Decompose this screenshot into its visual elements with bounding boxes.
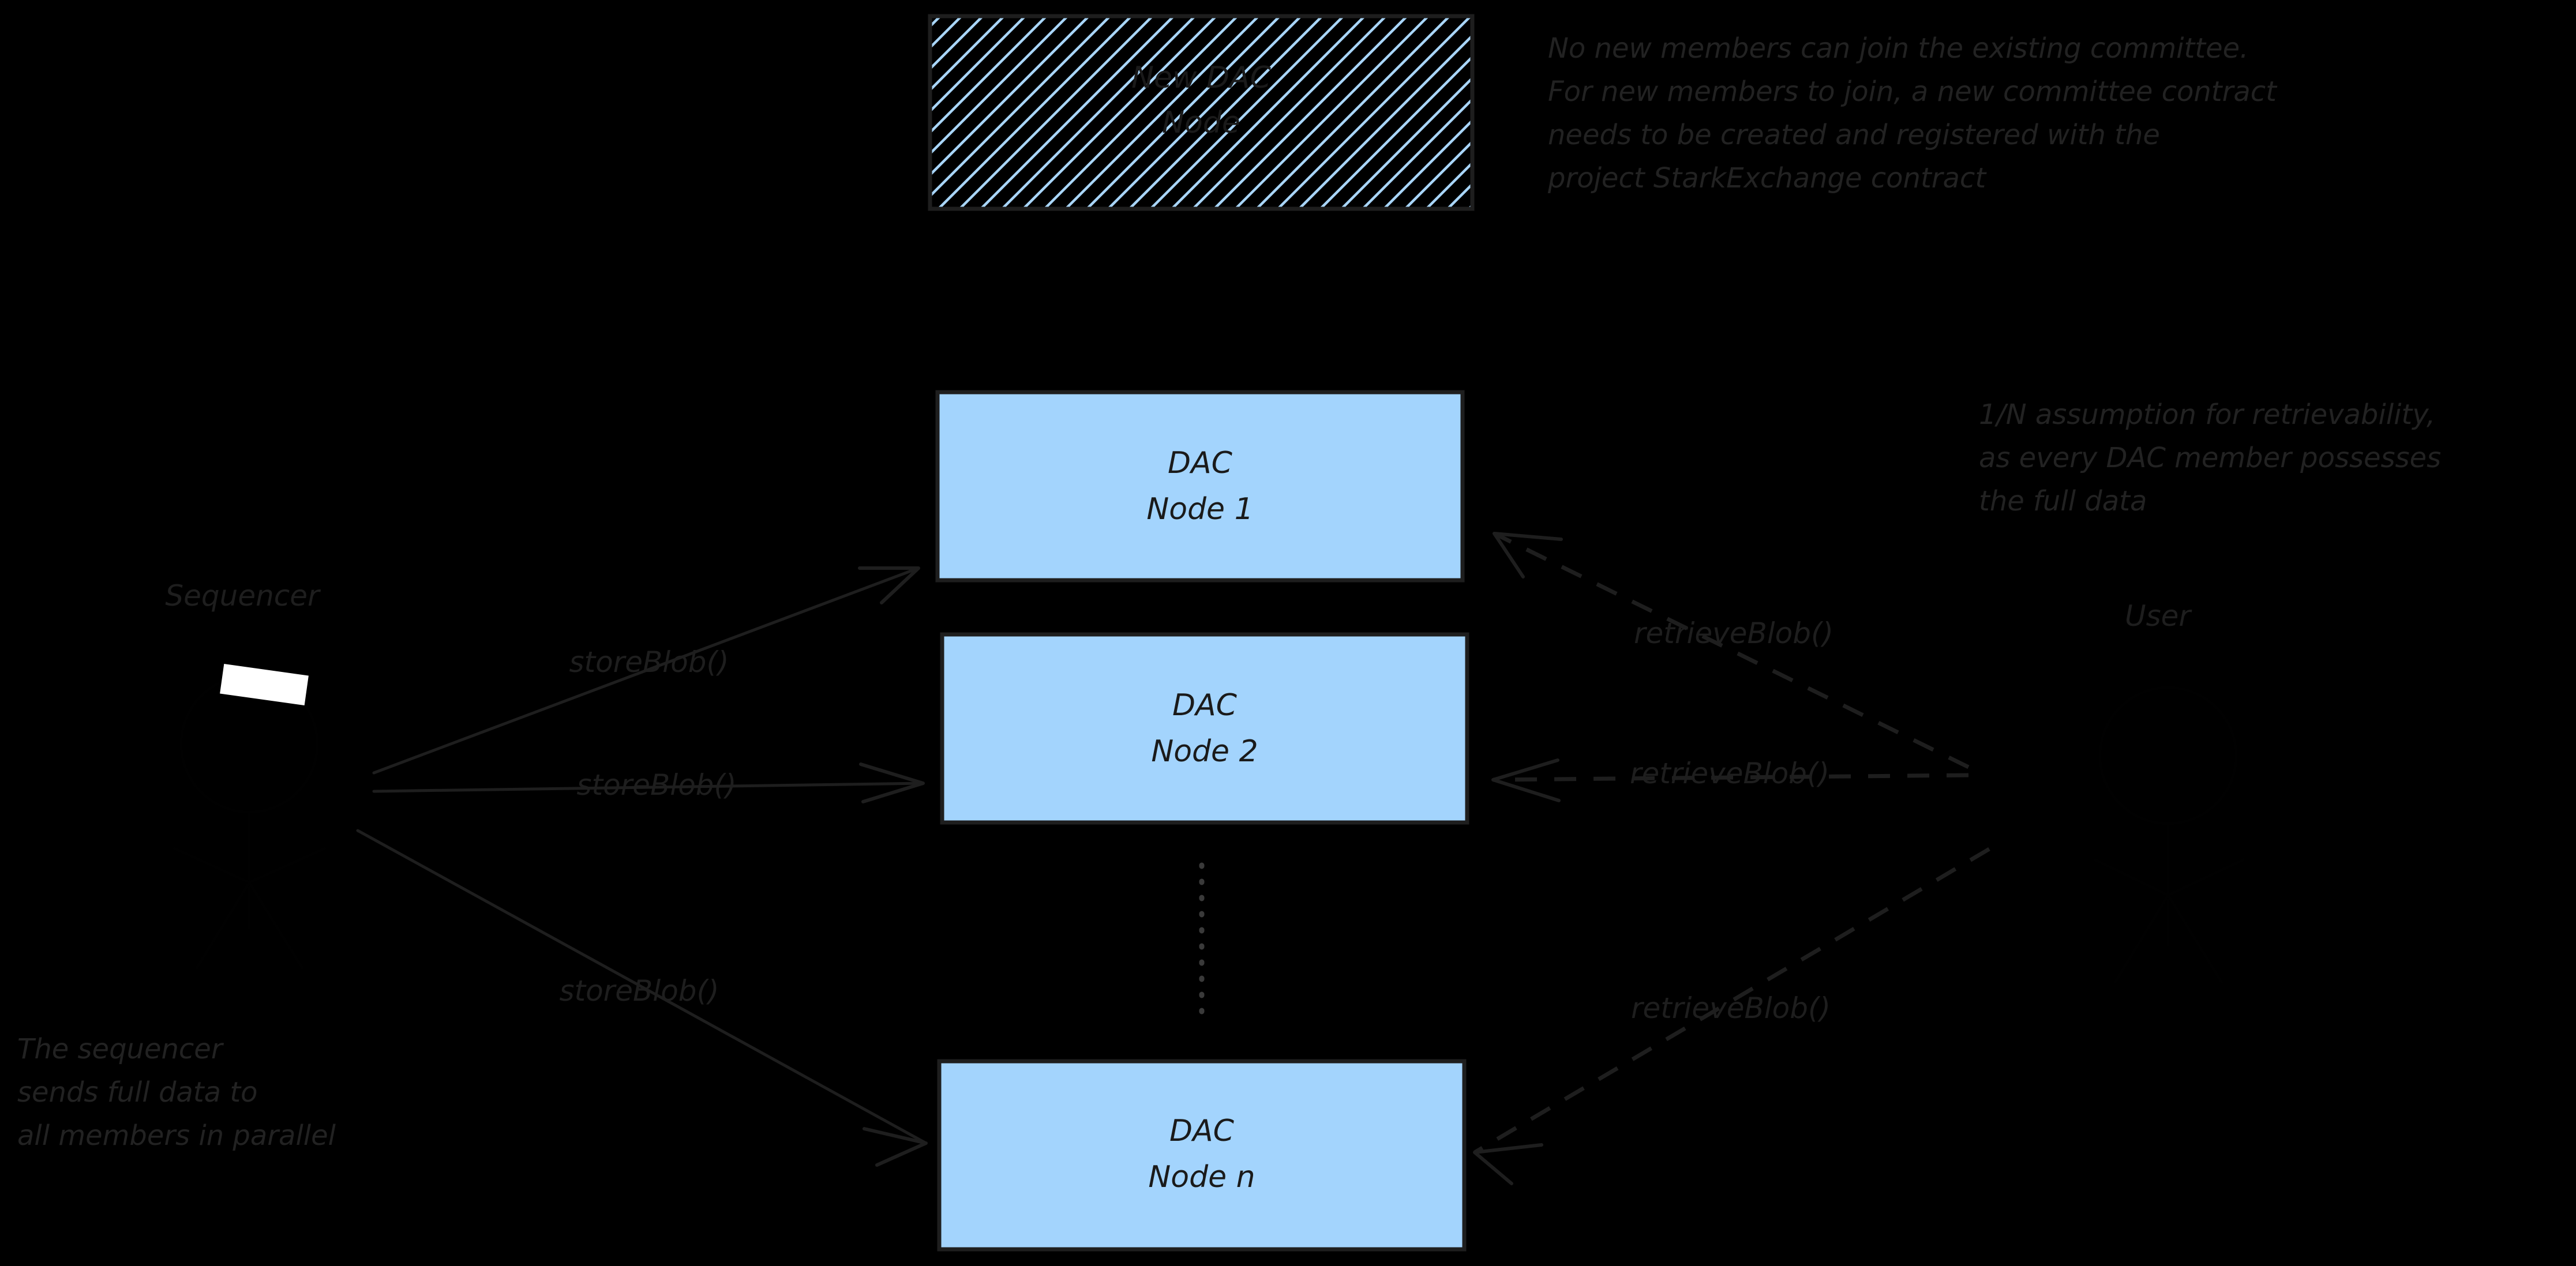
retrieve-blob-n-label: retrieveBlob() [1631,991,1831,1025]
dac-node-2-label-line2: Node 2 [1151,734,1258,769]
note-retrievability: 1/N assumption for retrievability, as ev… [1979,399,2441,517]
note-committee-line-3: needs to be created and registered with … [1548,119,2160,151]
node-new-dac-node[interactable]: New DAC Node [928,14,1475,211]
edge-retrieve-blob-1[interactable]: retrieveBlob() [1493,531,1970,769]
retrieve-blob-2-label: retrieveBlob() [1630,757,1829,790]
dac-node-n-rect [937,1059,1467,1252]
edge-store-blob-2[interactable]: storeBlob() [372,762,925,803]
retrieve-blob-1-label: retrieveBlob() [1634,617,1833,650]
note-committee-line-4: project StarkExchange contract [1547,162,1987,194]
note-committee-line-1: No new members can join the existing com… [1548,32,2248,65]
dac-node-n-label-line1: DAC [1169,1114,1235,1148]
dac-node-2-rect [940,632,1469,825]
edge-store-blob-1[interactable]: storeBlob() [372,566,920,775]
edge-store-blob-n[interactable]: storeBlob() [356,829,928,1167]
user-actor-icon [2093,686,2245,985]
new-dac-node-rect [928,14,1475,211]
edge-retrieve-blob-n[interactable]: retrieveBlob() [1473,847,1990,1185]
store-blob-2-label: storeBlob() [576,768,736,802]
note-sequencer-parallel-line-3: all members in parallel [17,1120,336,1152]
new-dac-node-label-line1: New DAC [1131,61,1272,95]
note-retrievability-line-3: the full data [1979,485,2147,517]
note-retrievability-line-2: as every DAC member possesses [1979,442,2441,474]
dac-node-1-label-line2: Node 1 [1146,492,1253,527]
user-label: User [2125,599,2192,633]
new-dac-node-label-line2: Node [1162,106,1240,140]
note-sequencer-parallel-line-2: sends full data to [17,1076,258,1109]
edge-retrieve-blob-2[interactable]: retrieveBlob() [1491,757,1969,802]
actor-sequencer[interactable]: Sequencer [165,579,327,970]
note-committee-line-2: For new members to join, a new committee… [1548,76,2278,108]
dac-node-1-label-line1: DAC [1168,446,1233,480]
store-blob-1-label: storeBlob() [569,645,729,679]
sequencer-white-tag [220,663,309,706]
node-dac-node-n[interactable]: DAC Node n [937,1059,1467,1252]
dac-node-2-label-line1: DAC [1172,688,1238,723]
note-sequencer-parallel-line-1: The sequencer [17,1033,224,1065]
note-committee: No new members can join the existing com… [1547,32,2278,194]
store-blob-n-label: storeBlob() [559,974,719,1008]
node-dac-node-1[interactable]: DAC Node 1 [935,390,1465,583]
note-sequencer-parallel: The sequencer sends full data to all mem… [17,1033,336,1152]
note-retrievability-line-1: 1/N assumption for retrievability, [1979,399,2435,431]
node-dac-node-2[interactable]: DAC Node 2 [940,632,1469,825]
user-actor-icon [172,674,327,970]
dac-node-n-label-line2: Node n [1148,1160,1255,1194]
sequencer-label: Sequencer [165,579,321,613]
actor-user[interactable]: User [2093,599,2245,985]
dac-node-1-rect [935,390,1465,583]
